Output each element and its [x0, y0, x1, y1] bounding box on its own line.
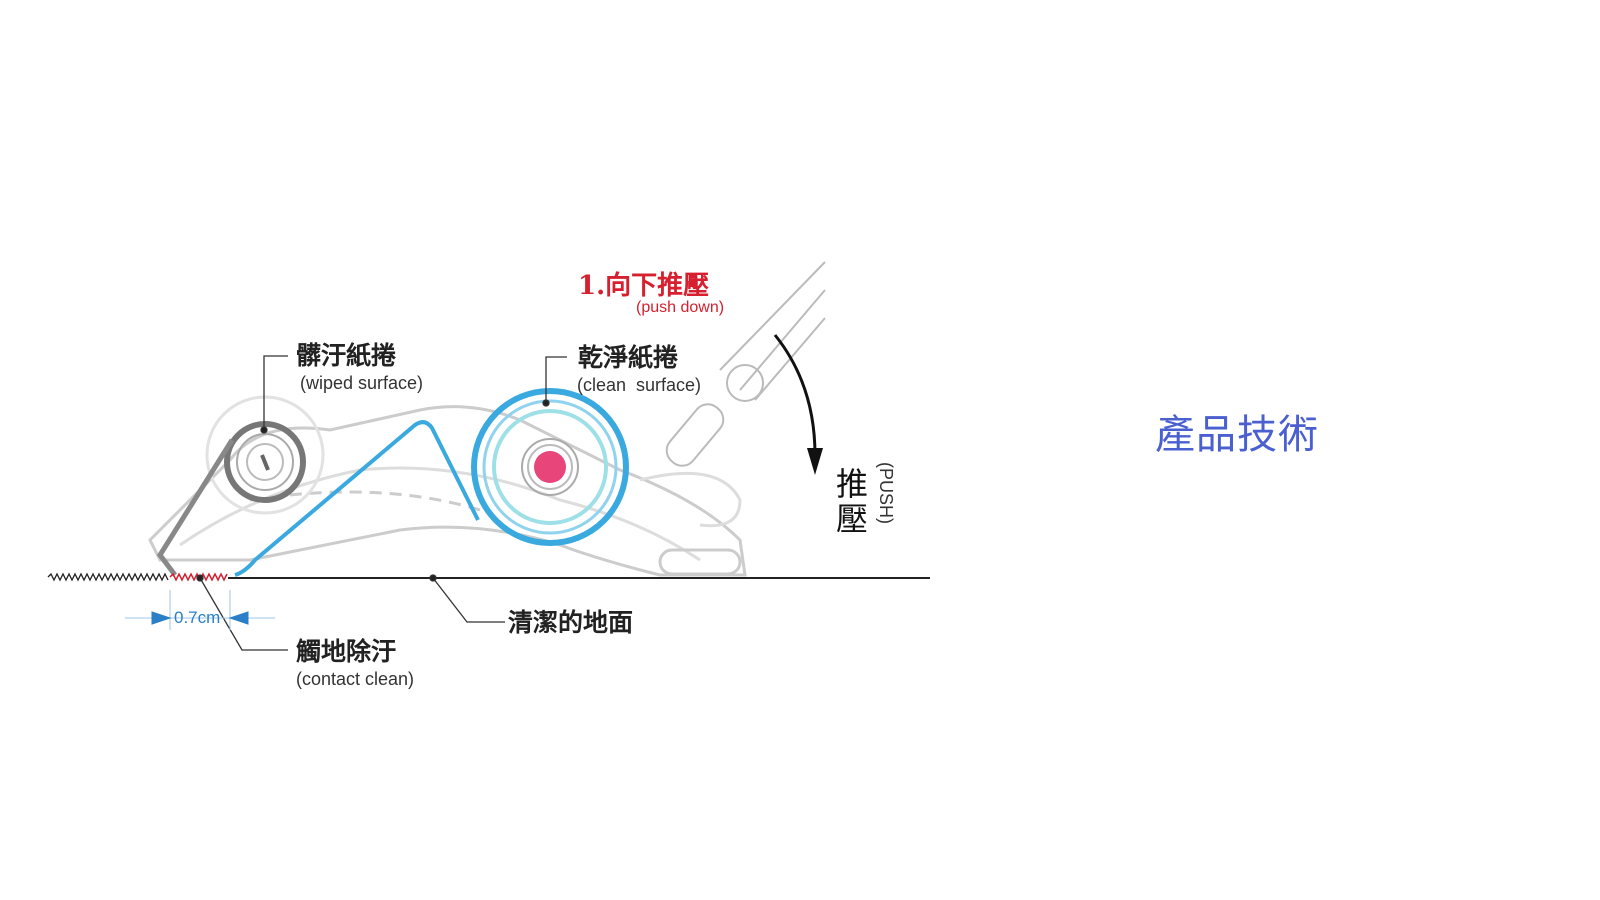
page-title: 產品技術	[1155, 412, 1319, 458]
push-arrow-icon	[773, 334, 817, 456]
dirty-roll-label: 髒汙紙捲	[296, 341, 396, 370]
ground-label: 清潔的地面	[508, 608, 633, 637]
contact-label-en: (contact clean)	[296, 669, 414, 689]
push-label-1: 推	[836, 465, 868, 503]
push-label-2: 壓	[836, 500, 868, 538]
clean-roll	[471, 388, 629, 546]
push-label-en: (PUSH)	[876, 462, 896, 524]
step-label: 1.向下推壓	[578, 270, 709, 301]
clean-roll-label: 乾淨紙捲	[578, 343, 678, 372]
leader-lines	[196, 355, 567, 651]
measurement-text: 0.7cm	[174, 608, 220, 627]
hub	[534, 451, 566, 483]
dirty-ground	[47, 572, 169, 582]
dirty-roll	[156, 421, 306, 577]
contact-label: 觸地除汙	[296, 637, 396, 666]
step-label-en: (push down)	[636, 299, 724, 316]
tape-path	[234, 420, 480, 577]
clean-roll-label-en: (clean surface)	[577, 375, 701, 395]
dirty-roll-label-en: (wiped surface)	[300, 373, 423, 393]
measurement-marker	[125, 590, 275, 630]
